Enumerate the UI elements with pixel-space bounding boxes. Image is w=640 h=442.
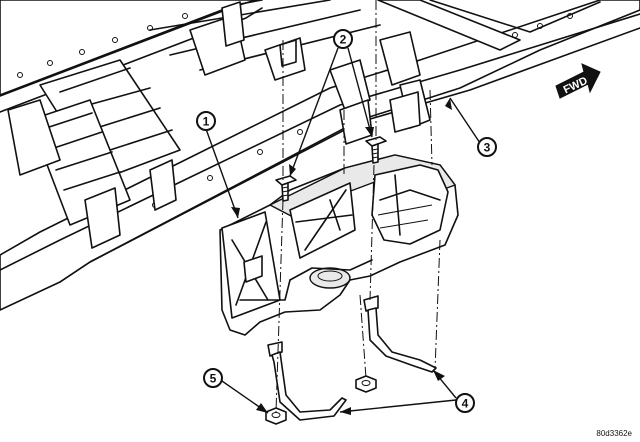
figure-id: 80d3362e xyxy=(596,429,632,438)
fwd-arrow: FWD xyxy=(555,63,601,99)
vehicle-frame xyxy=(0,0,640,311)
callout-3-label: 3 xyxy=(484,141,491,155)
callout-1: 1 xyxy=(196,111,216,131)
strap-nuts xyxy=(265,375,377,425)
fwd-label: FWD xyxy=(562,75,590,96)
nut-left xyxy=(265,407,287,425)
leader-lines xyxy=(205,47,481,415)
fuel-tank xyxy=(219,154,459,336)
alignment-lines xyxy=(275,0,441,413)
nut-right xyxy=(355,375,377,393)
callout-5-label: 5 xyxy=(210,372,217,386)
callout-2-label: 2 xyxy=(340,33,347,47)
callout-4-label: 4 xyxy=(462,397,469,411)
callout-1-label: 1 xyxy=(203,115,210,129)
strap-front xyxy=(363,295,437,373)
bolt-right xyxy=(365,136,387,164)
callout-3: 3 xyxy=(477,137,497,157)
tank-bolts xyxy=(275,91,421,202)
callout-2: 2 xyxy=(333,29,353,49)
tank-straps xyxy=(267,295,437,421)
bolt-left xyxy=(275,175,297,202)
callout-4: 4 xyxy=(455,393,475,413)
strap-rear xyxy=(267,341,347,421)
callout-5: 5 xyxy=(203,368,223,388)
